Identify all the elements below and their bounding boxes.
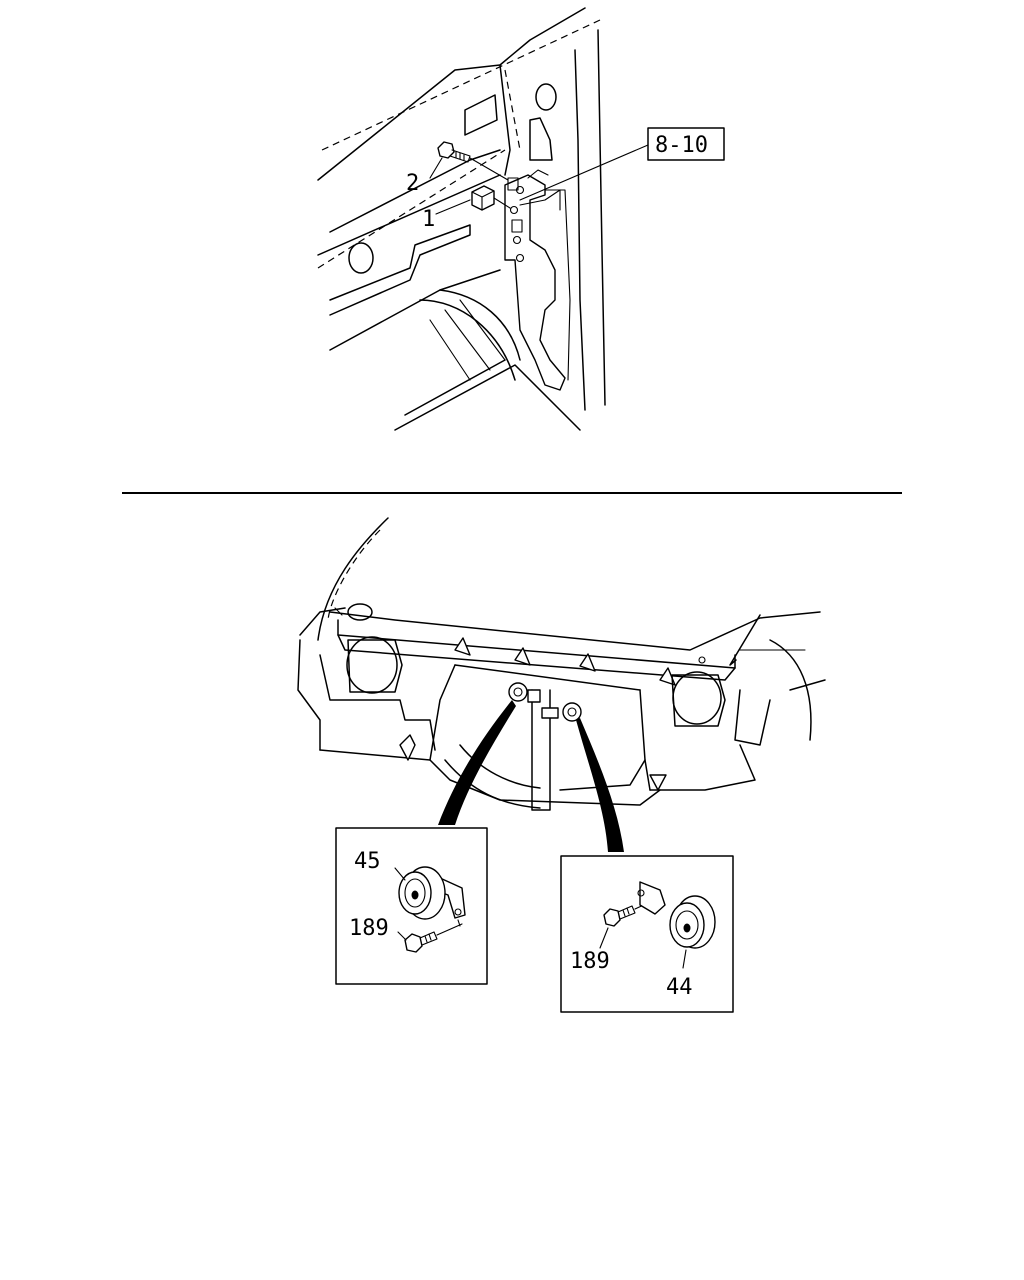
reference-box: 8-10 [647,127,725,161]
callout-label-1: 1 [422,207,435,232]
callout-1-text: 1 [422,207,435,232]
right-inset-bolt-label: 189 [570,949,610,974]
left-inset: 45 189 [335,827,488,985]
reference-box-text: 8-10 [655,133,708,158]
callout-label-2: 2 [406,171,419,196]
right-inset-horn-label: 44 [666,975,693,1000]
left-inset-bolt-label: 189 [349,916,389,941]
left-inset-horn-label: 45 [354,849,381,874]
top-view-illustration [317,7,649,431]
horn-45-illustration [398,866,466,927]
horn-44-illustration [637,881,716,949]
right-inset: 189 44 [560,855,734,1013]
bolt-189-left-illustration [404,923,463,953]
callout-2-text: 2 [406,171,419,196]
bottom-view-illustration [297,517,826,852]
